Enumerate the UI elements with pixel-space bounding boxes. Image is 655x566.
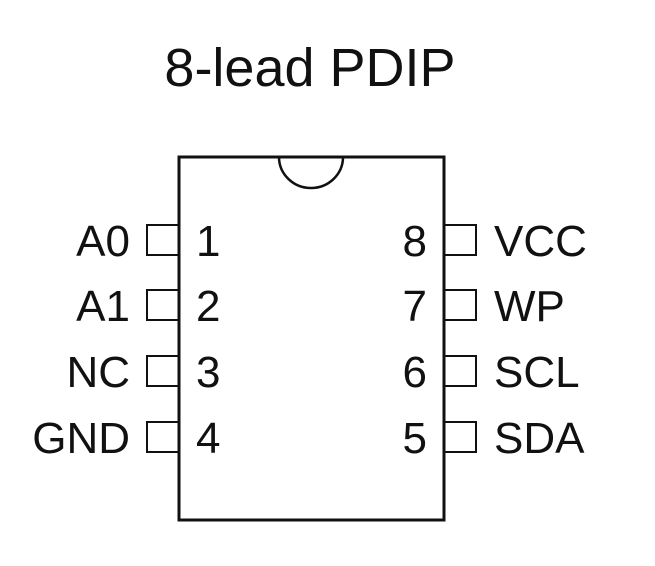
pin-4: 4 GND: [32, 414, 220, 463]
pin-lead: [146, 289, 179, 321]
package-body: [177, 155, 446, 522]
pin-name: VCC: [494, 217, 587, 266]
pin-2: 2 A1: [76, 282, 220, 331]
pin-number: 5: [403, 414, 427, 463]
pin-name: NC: [66, 348, 130, 397]
pin-1: 1 A0: [76, 217, 220, 266]
pin-number: 3: [196, 348, 220, 397]
pin-number: 7: [403, 282, 427, 331]
pin-number: 6: [403, 348, 427, 397]
pin-name: GND: [32, 414, 130, 463]
pin-lead: [444, 224, 477, 256]
pin-name: WP: [494, 282, 565, 331]
pin-6: 6 SCL: [403, 348, 580, 397]
pin-lead: [146, 421, 179, 453]
pin-lead: [146, 355, 179, 387]
pin-name: SCL: [494, 348, 580, 397]
package-title: 8-lead PDIP: [164, 38, 456, 98]
pin-name: SDA: [494, 414, 585, 463]
pin-5: 5 SDA: [403, 414, 586, 463]
pin-lead: [444, 421, 477, 453]
pin-number: 2: [196, 282, 220, 331]
pin-name: A0: [76, 217, 130, 266]
package-outline: [177, 155, 446, 522]
pin-number: 1: [196, 217, 220, 266]
pin-7: 7 WP: [403, 282, 565, 331]
orientation-notch: [277, 156, 345, 190]
pin-lead: [146, 224, 179, 256]
left-pin-column: 1 A0 2 A1 3 NC 4 GND: [32, 217, 220, 463]
pin-3: 3 NC: [66, 348, 220, 397]
pin-lead: [444, 355, 477, 387]
right-pin-column: 8 VCC 7 WP 6 SCL 5 SDA: [403, 217, 587, 463]
pin-number: 8: [403, 217, 427, 266]
pin-8: 8 VCC: [403, 217, 587, 266]
pin-name: A1: [76, 282, 130, 331]
pin-number: 4: [196, 414, 220, 463]
pin-lead: [444, 289, 477, 321]
